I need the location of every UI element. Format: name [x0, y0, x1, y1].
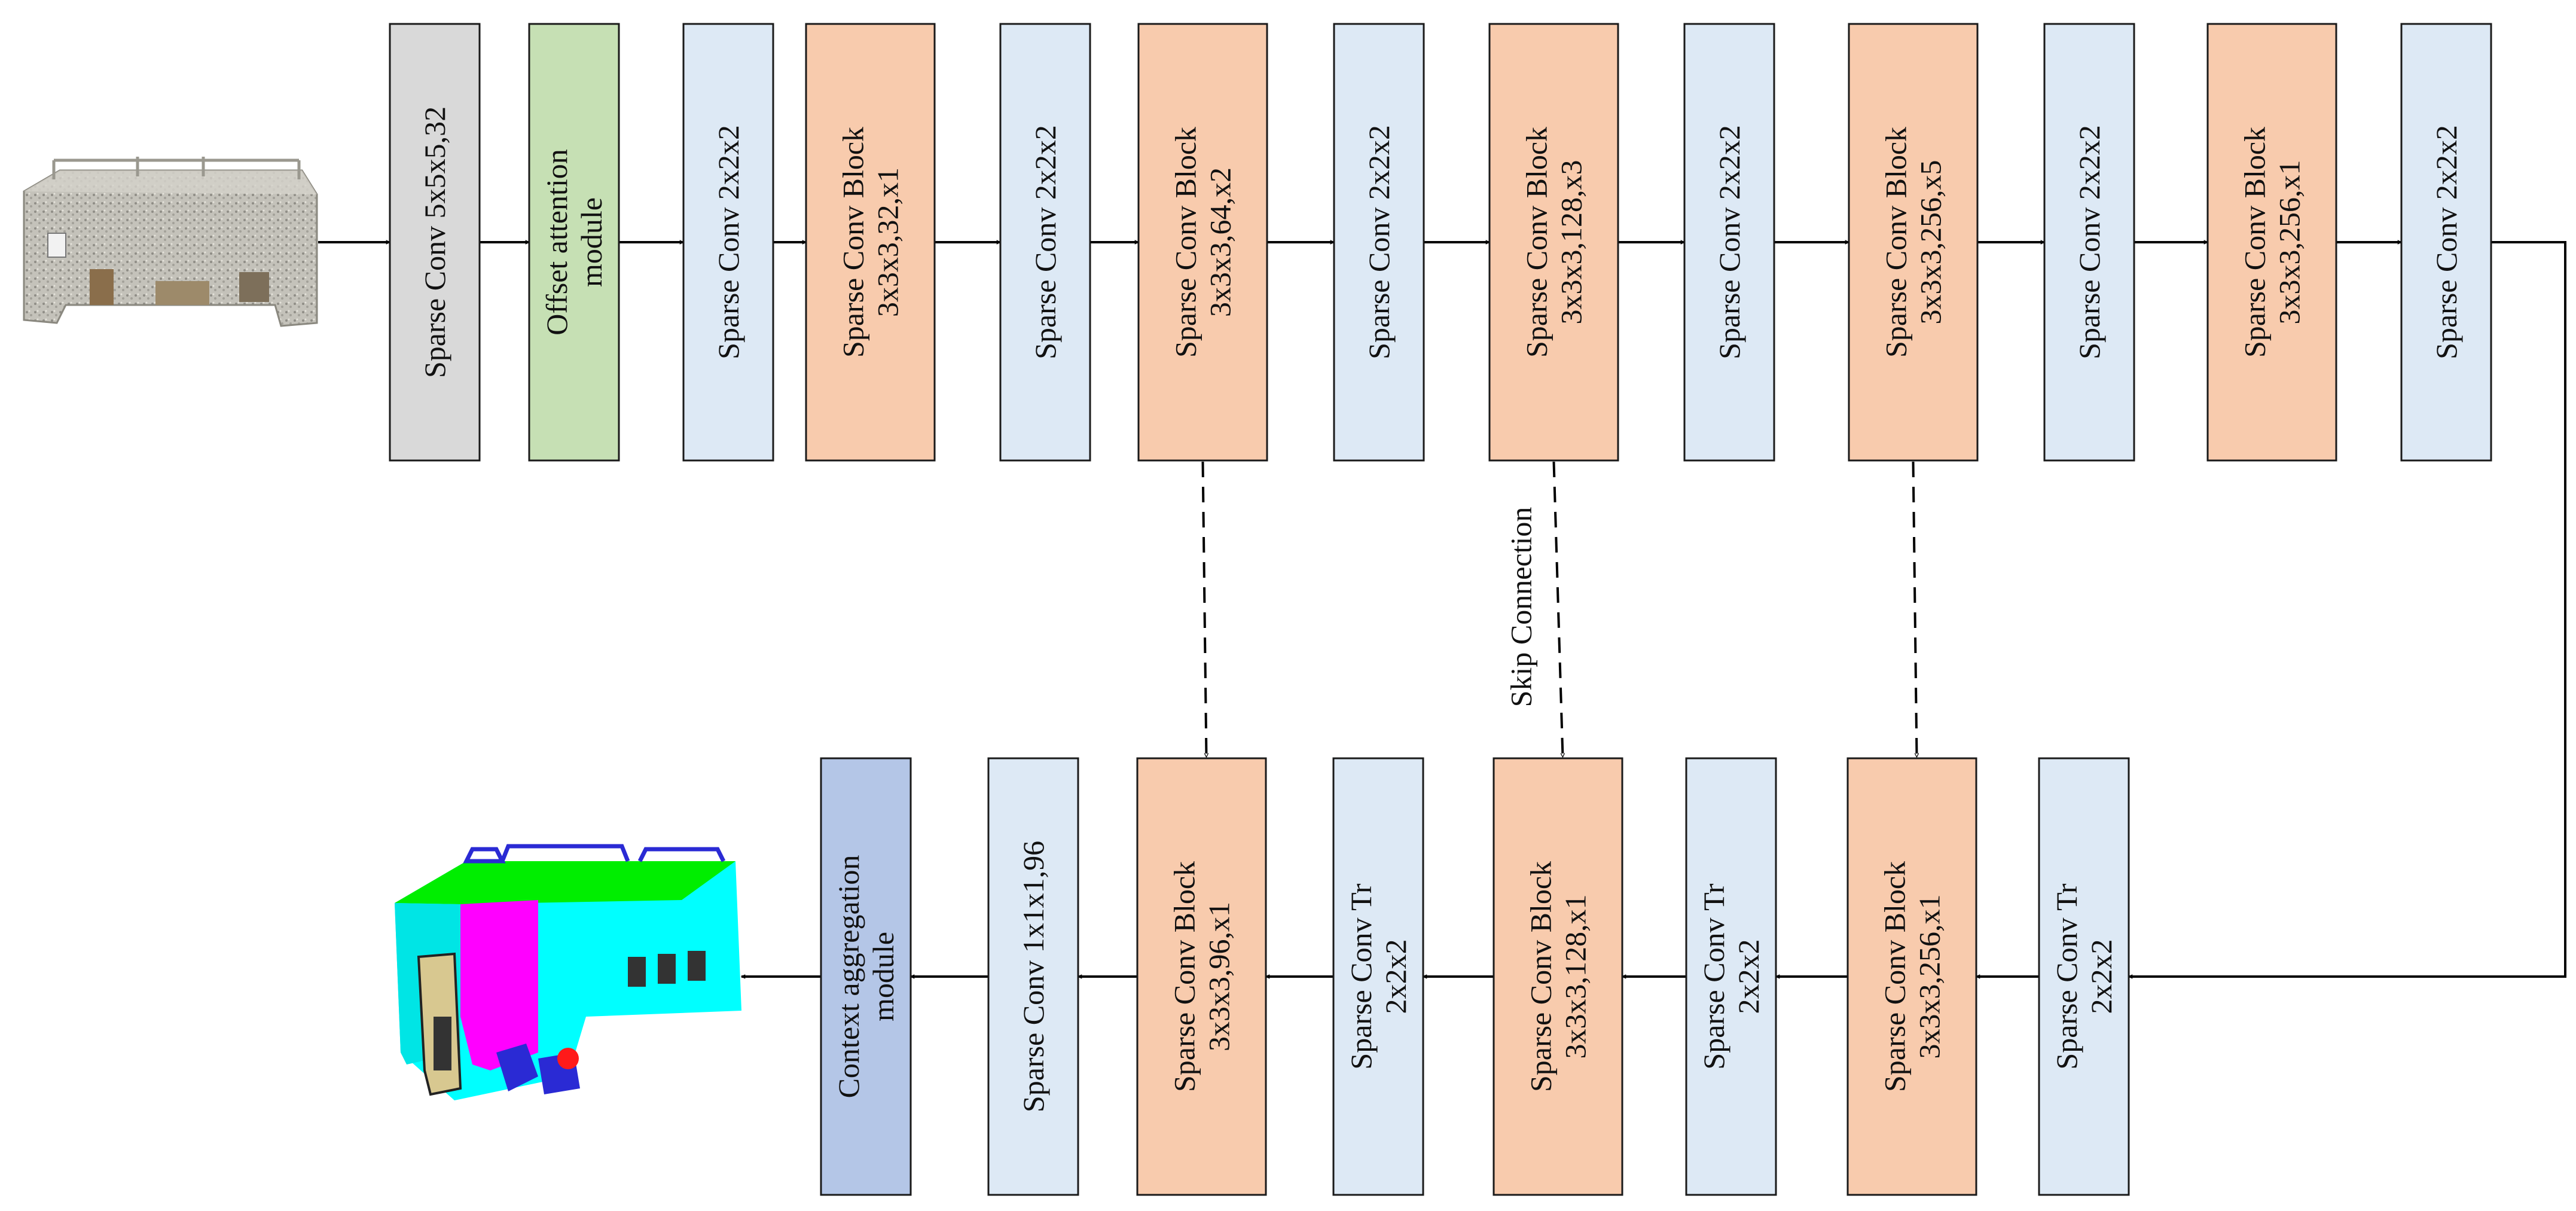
encoder-block-3-label-0: Sparse Conv Block: [837, 127, 870, 358]
skip-connection-label: Skip Connection: [1504, 507, 1538, 707]
encoder-block-1-label-0: Offset attention: [540, 149, 573, 335]
encoder-block-7-label-0: Sparse Conv Block: [1520, 127, 1553, 358]
skip-connection-2: [1912, 461, 1917, 757]
encoder-block-7-box: [1488, 23, 1619, 462]
encoder-block-2-sparse-conv-2x2x2: Sparse Conv 2x2x2: [682, 23, 774, 462]
encoder-block-4-label-0: Sparse Conv 2x2x2: [1028, 125, 1062, 359]
encoder-block-6-box: [1333, 23, 1425, 462]
encoder-block-8-box: [1683, 23, 1775, 462]
encoder-block-4-sparse-conv-2x2x2: Sparse Conv 2x2x2: [999, 23, 1091, 462]
encoder-block-0-label-0: Sparse Conv 5x5x5,32: [418, 106, 451, 378]
decoder-block-1-sparse-conv-1x1x1-96: Sparse Conv 1x1x1,96: [987, 757, 1079, 1196]
arrow-encoder-to-decoder: [2129, 241, 2566, 977]
decoder-block-2-label-1: 3x3x3,96,x1: [1202, 902, 1236, 1051]
encoder-block-9-box: [1848, 23, 1979, 462]
decoder-block-1-label-0: Sparse Conv 1x1x1,96: [1017, 841, 1050, 1112]
decoder-block-2-label-0: Sparse Conv Block: [1168, 861, 1201, 1092]
decoder-block-0-label-0: Context aggregation: [832, 855, 865, 1099]
decoder-block-4-label-0: Sparse Conv Block: [1524, 861, 1558, 1092]
encoder-block-11-box: [2206, 23, 2337, 462]
decoder-block-3-label-0: Sparse Conv Tr: [1344, 883, 1378, 1070]
encoder-block-11-label-0: Sparse Conv Block: [2238, 127, 2272, 358]
encoder-block-12-sparse-conv-2x2x2: Sparse Conv 2x2x2: [2400, 23, 2492, 462]
decoder-block-3-label-1: 2x2x2: [1379, 939, 1412, 1014]
encoder-block-2-label-0: Sparse Conv 2x2x2: [712, 125, 745, 359]
encoder-block-2-box: [682, 23, 774, 462]
encoder-block-5-label-0: Sparse Conv Block: [1169, 127, 1202, 358]
encoder-block-10-sparse-conv-2x2x2: Sparse Conv 2x2x2: [2043, 23, 2135, 462]
encoder-block-10-box: [2043, 23, 2135, 462]
encoder-block-11-label-1: 3x3x3,256,x1: [2273, 160, 2306, 325]
encoder-block-3-box: [805, 23, 936, 462]
encoder-block-12-box: [2400, 23, 2492, 462]
encoder-block-3-label-1: 3x3x3,32,x1: [871, 167, 905, 317]
decoder-block-5-box: [1685, 757, 1777, 1196]
skip-connection-0: [1201, 461, 1207, 757]
decoder-block-2-box: [1136, 757, 1267, 1196]
decoder-block-5-label-1: 2x2x2: [1732, 939, 1765, 1014]
decoder-block-4-label-1: 3x3x3,128,x1: [1559, 895, 1592, 1059]
encoder-block-7-label-1: 3x3x3,128,x3: [1555, 160, 1588, 325]
encoder-block-8-sparse-conv-2x2x2: Sparse Conv 2x2x2: [1683, 23, 1775, 462]
decoder-block-0-label-1: module: [866, 932, 900, 1021]
decoder-block-6-label-1: 3x3x3,256,x1: [1913, 895, 1946, 1059]
encoder-block-1-label-1: module: [575, 197, 608, 287]
decoder-block-6-box: [1846, 757, 1977, 1196]
decoder-block-5-label-0: Sparse Conv Tr: [1697, 883, 1730, 1070]
decoder-block-7-label-0: Sparse Conv Tr: [2050, 883, 2083, 1070]
encoder-block-6-label-0: Sparse Conv 2x2x2: [1362, 125, 1396, 359]
encoder-block-12-label-0: Sparse Conv 2x2x2: [2430, 125, 2463, 359]
decoder-block-6-label-0: Sparse Conv Block: [1878, 861, 1912, 1092]
input-point-cloud-image: [23, 157, 318, 327]
decoder-block-3-box: [1332, 757, 1424, 1196]
encoder-block-0-box: [389, 23, 481, 462]
decoder-block-0-box: [820, 757, 912, 1196]
encoder-block-9-label-0: Sparse Conv Block: [1879, 127, 1913, 358]
encoder-block-1-box: [528, 23, 620, 462]
decoder-block-7-box: [2038, 757, 2130, 1196]
decoder-block-1-box: [987, 757, 1079, 1196]
segmented-point-cloud-image: [395, 844, 741, 1100]
encoder-block-10-label-0: Sparse Conv 2x2x2: [2073, 125, 2106, 359]
encoder-block-8-label-0: Sparse Conv 2x2x2: [1713, 125, 1746, 359]
decoder-block-4-box: [1493, 757, 1623, 1196]
encoder-block-4-box: [999, 23, 1091, 462]
encoder-block-9-label-1: 3x3x3,256,x5: [1914, 160, 1948, 325]
encoder-block-5-box: [1137, 23, 1268, 462]
encoder-block-0-sparse-conv-5x5x5-32: Sparse Conv 5x5x5,32: [389, 23, 481, 462]
encoder-block-5-label-1: 3x3x3,64,x2: [1204, 167, 1237, 317]
skip-connection-1: [1552, 461, 1563, 757]
encoder-block-6-sparse-conv-2x2x2: Sparse Conv 2x2x2: [1333, 23, 1425, 462]
decoder-block-7-label-1: 2x2x2: [2084, 939, 2118, 1014]
